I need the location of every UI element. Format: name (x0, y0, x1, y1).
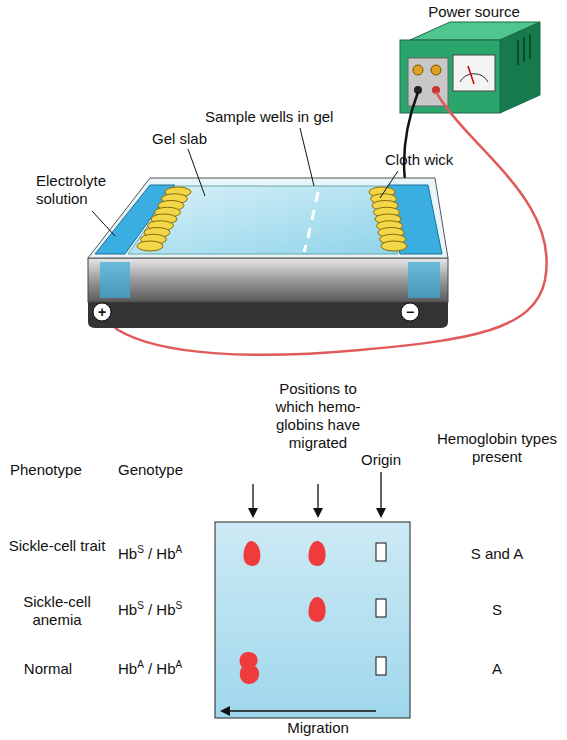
phenotype-label: Normal (3, 660, 93, 678)
part-label: Gel slab (152, 130, 207, 148)
sample-wells (304, 192, 318, 252)
wick-fold (137, 241, 163, 251)
column-header: Positions to which hemo- globins have mi… (262, 380, 374, 452)
column-header: Hemoglobin types present (433, 430, 561, 466)
electrophoresis-tray (88, 178, 448, 328)
terminal-sign: + (95, 305, 109, 319)
part-label: Electrolyte solution (36, 172, 132, 208)
column-header: Phenotype (10, 461, 82, 479)
genotype-label: HbS / HbA (118, 545, 182, 563)
column-header: Genotype (118, 461, 183, 479)
gel-result (215, 522, 410, 718)
power-source (400, 22, 540, 113)
title-label: Power source (404, 3, 544, 21)
genotype-label: HbS / HbS (118, 601, 182, 619)
migration-arrow (222, 710, 376, 711)
hemoglobin-type: S (447, 601, 547, 619)
hemoglobin-band (240, 541, 326, 684)
origin-well (376, 543, 386, 675)
column-header: Origin (341, 451, 421, 469)
phenotype-label: Sickle-cell anemia (7, 593, 107, 629)
phenotype-label: Sickle-cell trait (7, 537, 107, 555)
terminal-sign: − (403, 305, 417, 319)
part-label: Cloth wick (385, 151, 453, 169)
position-arrow (253, 472, 381, 516)
hemoglobin-type: S and A (447, 545, 547, 563)
part-label: Sample wells in gel (205, 108, 333, 126)
wick-fold (381, 241, 407, 251)
leader-line (92, 128, 398, 236)
cloth-wick (137, 187, 407, 251)
axis-label: Migration (258, 719, 378, 737)
genotype-label: HbA / HbA (118, 660, 182, 678)
hemoglobin-type: A (447, 660, 547, 678)
